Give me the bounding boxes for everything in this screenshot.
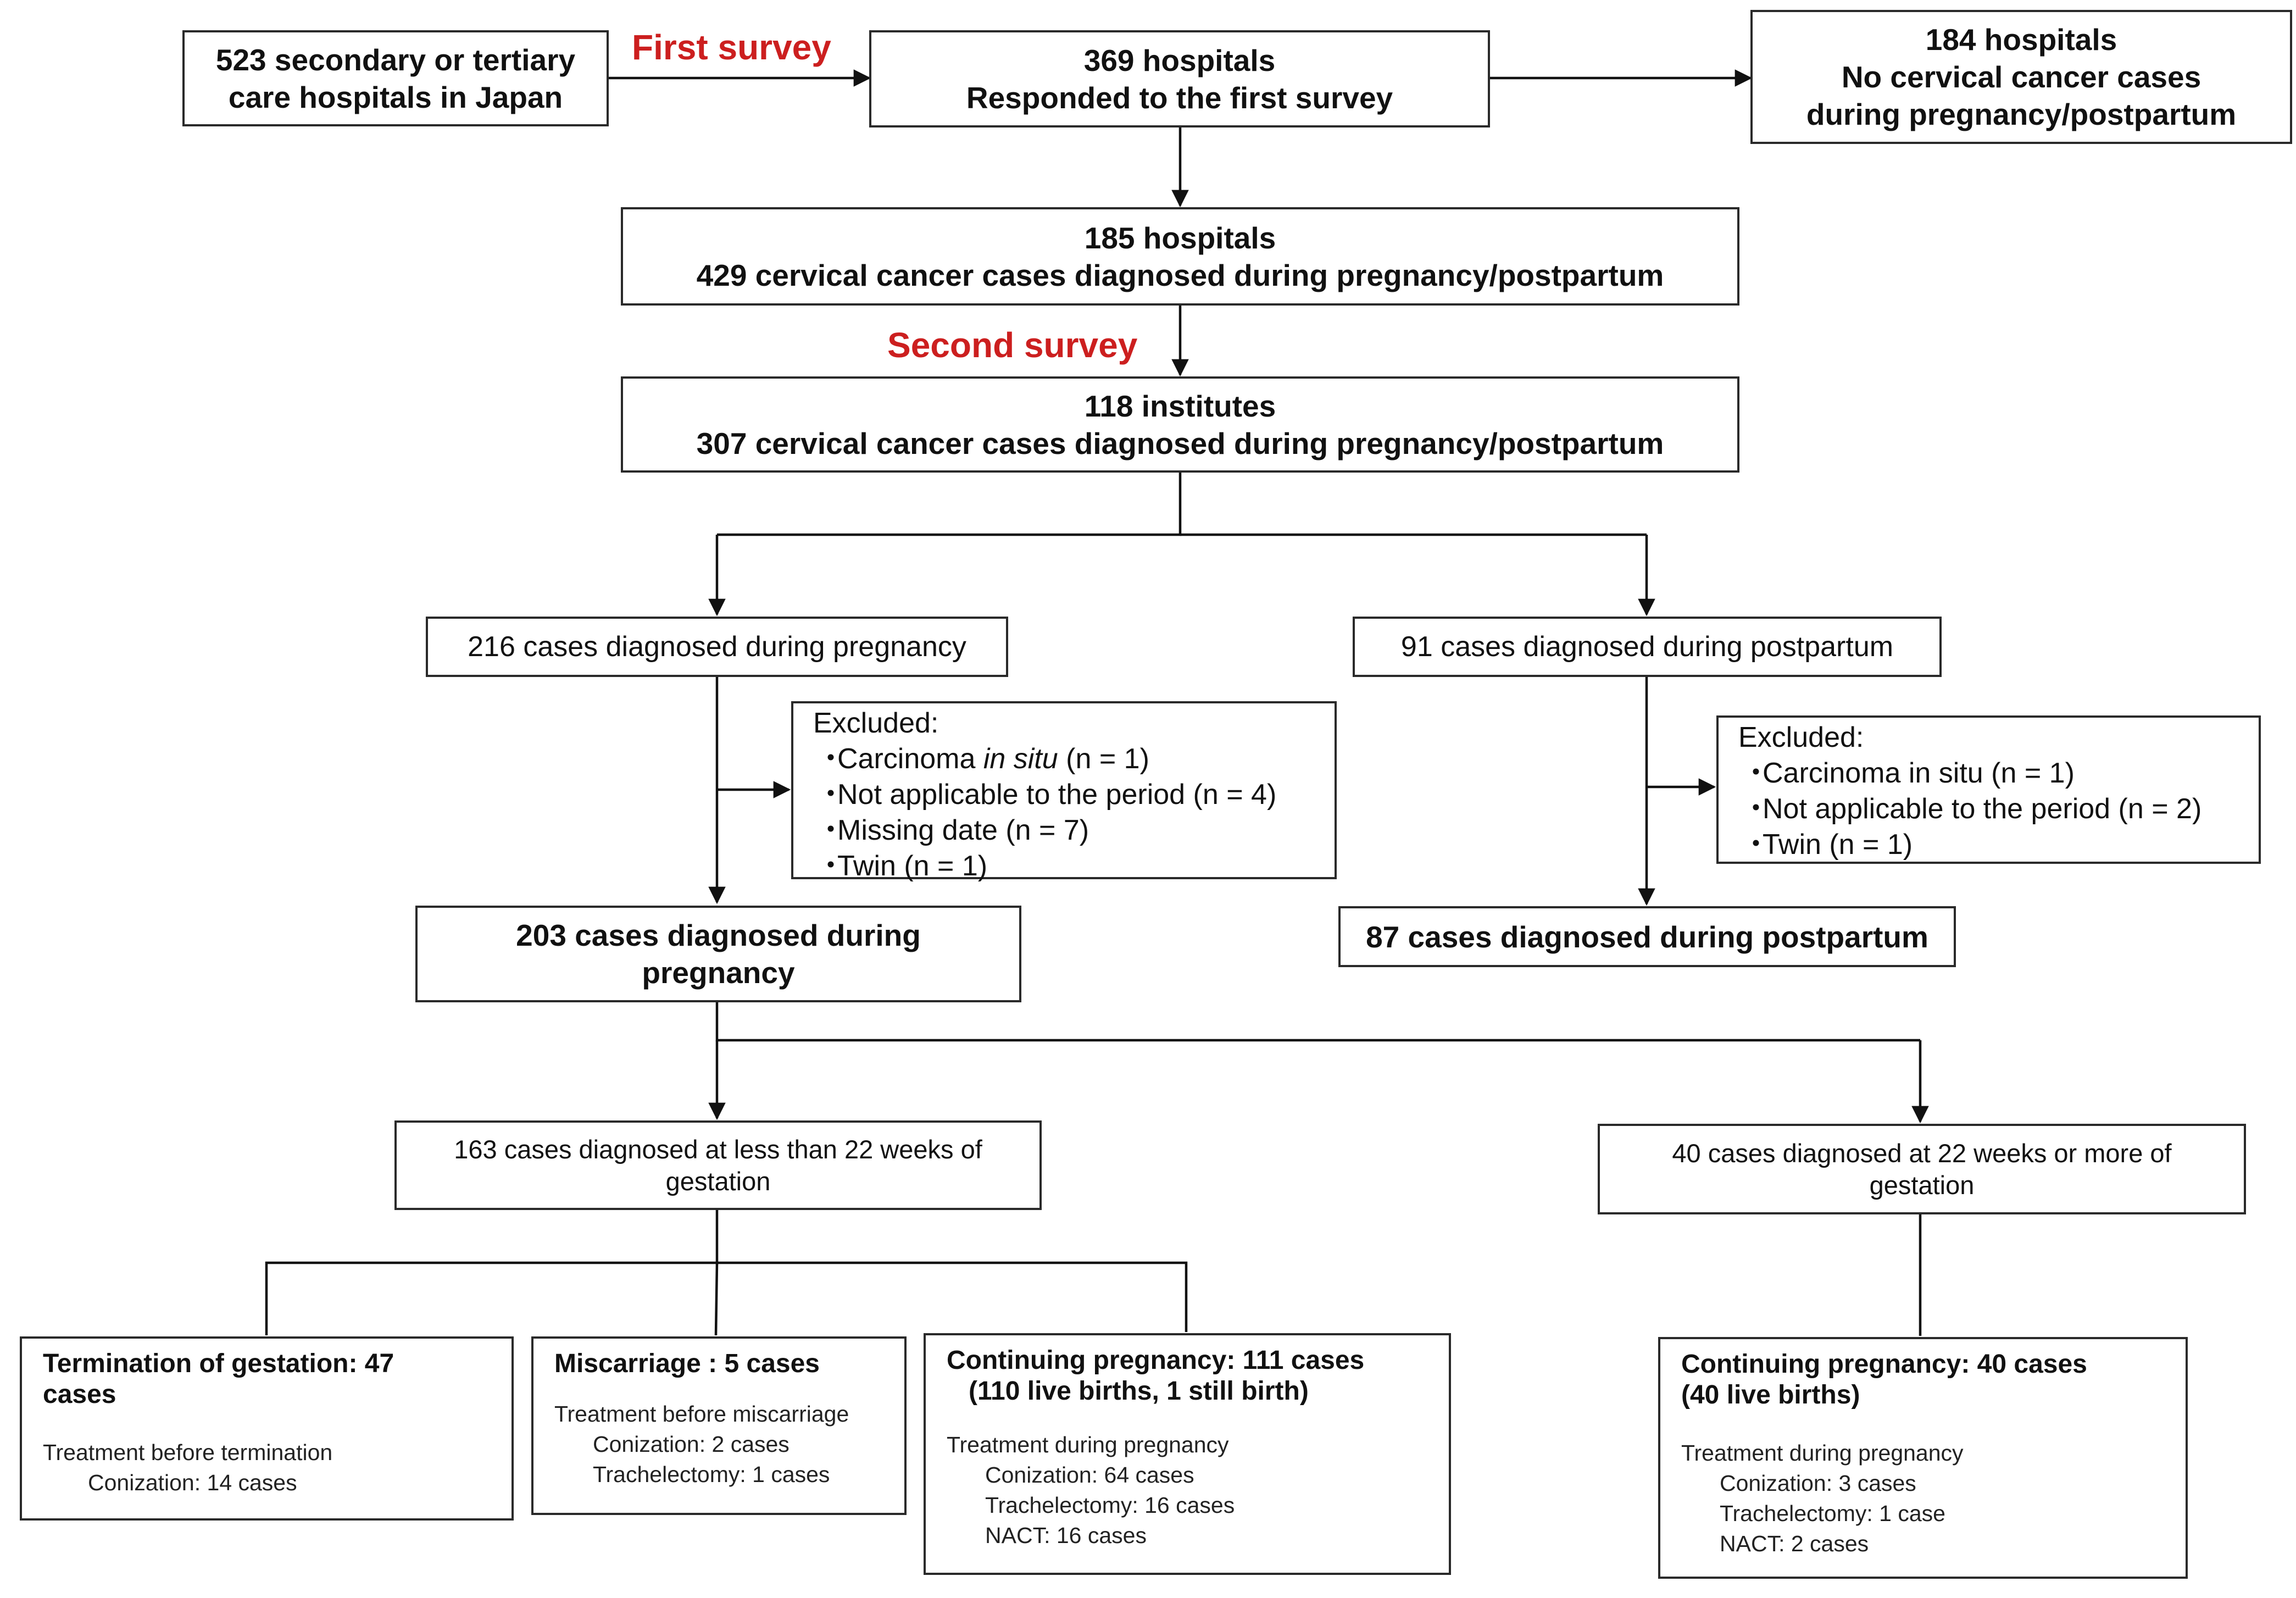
excluded-pregnancy-box: Excluded: Carcinoma in situ (n = 1) Not … (791, 701, 1337, 882)
miscarriage-box: Miscarriage : 5 cases Treatment before m… (531, 1336, 907, 1515)
excluded-pregnancy-title: Excluded: (813, 707, 939, 739)
postpartum-initial-text: 91 cases diagnosed during postpartum (1400, 631, 1894, 663)
institutes-box: 118 institutes 307 cervical cancer cases… (621, 376, 1739, 473)
continuing-under22-box: Continuing pregnancy: 111 cases (110 liv… (924, 1333, 1451, 1575)
continuing-over22-treatment-item: Trachelectomy: 1 case (1720, 1501, 1945, 1526)
first-survey-label: First survey (632, 27, 831, 67)
miscarriage-title: Miscarriage : 5 cases (554, 1349, 820, 1378)
termination-title-line-2: cases (43, 1380, 116, 1409)
pregnancy-initial-text: 216 cases diagnosed during pregnancy (468, 631, 966, 663)
pregnancy-final-line-1: 203 cases diagnosed during (516, 918, 921, 952)
miscarriage-treatment-title: Treatment before miscarriage (554, 1401, 849, 1427)
excluded-pregnancy-item: Missing date (n = 7) (813, 813, 1335, 848)
connector-institutes-split (717, 473, 1182, 536)
continuing-over22-box: Continuing pregnancy: 40 cases (40 live … (1658, 1337, 2188, 1579)
hospitals-line-1: 523 secondary or tertiary (215, 42, 576, 77)
no-cases-box: 184 hospitals No cervical cancer cases d… (1750, 10, 2292, 144)
excluded-postpartum-item: Twin (n = 1) (1738, 827, 2259, 863)
continuing-over22-treatment-item: NACT: 2 cases (1720, 1531, 1869, 1556)
with-cases-text: 429 cervical cancer cases diagnosed duri… (696, 258, 1664, 292)
continuing-under22-treatment-item: Trachelectomy: 16 cases (985, 1492, 1235, 1518)
connector-under22-outcomes (265, 1210, 719, 1335)
over22-line-2: gestation (1869, 1170, 1975, 1200)
hospitals-box: 523 secondary or tertiary care hospitals… (182, 30, 609, 126)
excluded-postpartum-item: Carcinoma in situ (n = 1) (1738, 756, 2259, 791)
hospitals-line-2: care hospitals in Japan (228, 80, 563, 114)
responded-box: 369 hospitals Responded to the first sur… (869, 30, 1490, 127)
excluded-pregnancy-item: Not applicable to the period (n = 4) (813, 777, 1335, 813)
excluded-postpartum-item: Not applicable to the period (n = 2) (1738, 791, 2259, 827)
postpartum-initial-box: 91 cases diagnosed during postpartum (1353, 617, 1942, 677)
under22-line-2: gestation (665, 1166, 771, 1196)
termination-treatment-title: Treatment before termination (43, 1440, 333, 1465)
continuing-over22-title: Continuing pregnancy: 40 cases (1681, 1350, 2087, 1379)
no-cases-count: 184 hospitals (1925, 23, 2117, 57)
excluded-postpartum-title: Excluded: (1738, 722, 1864, 753)
second-survey-label: Second survey (887, 325, 1138, 365)
termination-title-line-1: Termination of gestation: 47 (43, 1349, 394, 1378)
continuing-under22-subtitle: (110 live births, 1 still birth) (969, 1377, 1309, 1406)
responded-count: 369 hospitals (1083, 43, 1276, 77)
institutes-text: 307 cervical cancer cases diagnosed duri… (696, 426, 1664, 460)
miscarriage-treatment-item: Conization: 2 cases (593, 1431, 790, 1457)
termination-treatment-item: Conization: 14 cases (88, 1470, 297, 1495)
connector-under22-right (717, 1261, 1188, 1332)
excluded-postpartum-box: Excluded: Carcinoma in situ (n = 1) Not … (1716, 715, 2261, 864)
over22-line-1: 40 cases diagnosed at 22 weeks or more o… (1672, 1138, 2172, 1168)
pregnancy-final-line-2: pregnancy (642, 956, 795, 990)
termination-box: Termination of gestation: 47 cases Treat… (20, 1336, 514, 1521)
with-cases-count: 185 hospitals (1084, 220, 1276, 255)
continuing-under22-title: Continuing pregnancy: 111 cases (947, 1346, 1365, 1375)
continuing-under22-treatment-item: Conization: 64 cases (985, 1462, 1194, 1488)
continuing-over22-treatment-title: Treatment during pregnancy (1681, 1440, 1964, 1466)
responded-text: Responded to the first survey (966, 80, 1393, 115)
no-cases-line-1: No cervical cancer cases (1841, 60, 2202, 94)
pregnancy-final-box: 203 cases diagnosed during pregnancy (415, 906, 1021, 1002)
connector-pregnancy-final-split (715, 1002, 1920, 1042)
continuing-over22-treatment-item: Conization: 3 cases (1720, 1471, 1916, 1496)
postpartum-final-text: 87 cases diagnosed during postpartum (1366, 919, 1928, 954)
continuing-under22-treatment-item: NACT: 16 cases (985, 1523, 1147, 1548)
no-cases-line-2: during pregnancy/postpartum (1806, 97, 2237, 131)
under22-box: 163 cases diagnosed at less than 22 week… (394, 1120, 1042, 1210)
with-cases-box: 185 hospitals 429 cervical cancer cases … (621, 207, 1739, 306)
excluded-pregnancy-item: Twin (n = 1) (813, 848, 1335, 884)
connector-under22-middle (714, 1262, 719, 1336)
excluded-pregnancy-item: Carcinoma in situ (n = 1) (813, 741, 1335, 777)
institutes-count: 118 institutes (1084, 389, 1276, 423)
postpartum-final-box: 87 cases diagnosed during postpartum (1338, 906, 1956, 967)
miscarriage-treatment-item: Trachelectomy: 1 cases (593, 1462, 830, 1487)
over22-box: 40 cases diagnosed at 22 weeks or more o… (1598, 1124, 2246, 1214)
continuing-over22-subtitle: (40 live births) (1681, 1380, 1860, 1410)
continuing-under22-treatment-title: Treatment during pregnancy (947, 1432, 1229, 1457)
under22-line-1: 163 cases diagnosed at less than 22 week… (454, 1134, 982, 1164)
pregnancy-initial-box: 216 cases diagnosed during pregnancy (426, 617, 1008, 677)
